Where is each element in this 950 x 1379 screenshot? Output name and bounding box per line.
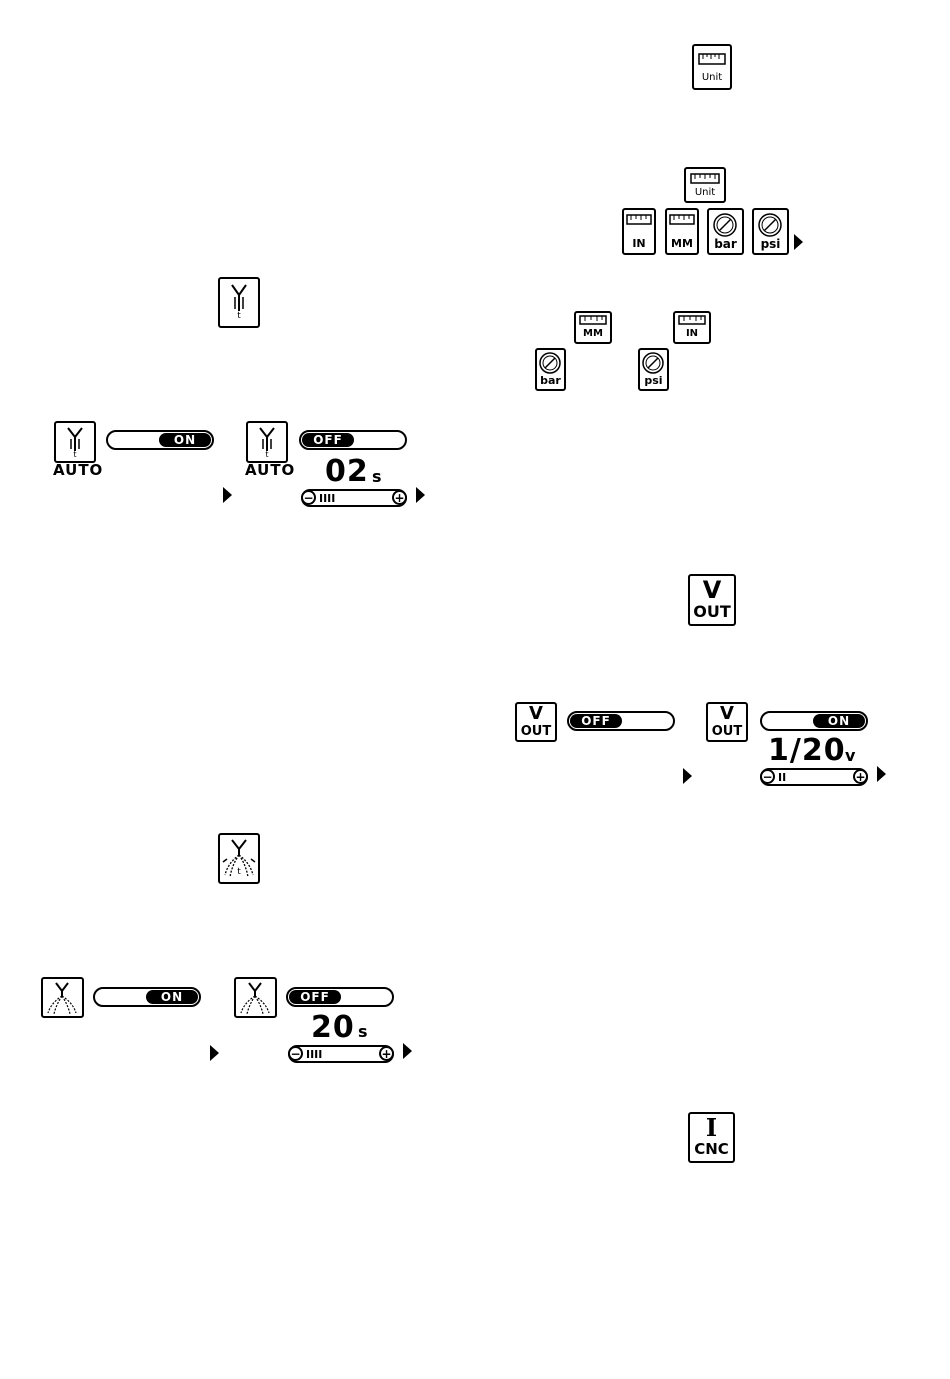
spread-small-icon[interactable] <box>234 977 277 1018</box>
vout-toggle-off[interactable]: OFF <box>567 711 675 731</box>
arrow-right-icon[interactable] <box>877 766 886 782</box>
unit-option-mm-label: MM <box>667 238 697 249</box>
toggle-knob: OFF <box>570 714 622 728</box>
toggle-knob: ON <box>159 433 211 447</box>
plus-button[interactable]: + <box>379 1046 394 1061</box>
level-bars: II <box>778 772 786 783</box>
spread-delay-unit: s <box>358 1022 368 1041</box>
unit-icon-label: Unit <box>694 73 730 83</box>
vout-ratio-slider[interactable]: − II + <box>760 768 868 786</box>
unit-bar-label: bar <box>537 375 564 386</box>
unit-in-label: IN <box>675 329 709 339</box>
unit-option-in-label: IN <box>624 238 654 249</box>
spread-toggle-off[interactable]: OFF <box>286 987 394 1007</box>
unit-option-psi[interactable]: psi <box>752 208 789 255</box>
auto-label: AUTO <box>245 461 295 479</box>
vout-icon-top: V <box>708 705 746 723</box>
level-bars: IIII <box>319 493 335 504</box>
arrow-right-icon[interactable] <box>223 487 232 503</box>
unit-in-icon[interactable]: IN <box>673 311 711 344</box>
auto-delay-value: 02 <box>325 457 369 487</box>
vout-ratio-unit: v <box>845 746 855 765</box>
spread-icon <box>43 979 82 1016</box>
auto-nozzle-sub: t <box>56 451 94 459</box>
vout-icon-bottom: OUT <box>708 725 746 738</box>
unit-option-in[interactable]: IN <box>622 208 656 255</box>
vout-icon-top: V <box>517 705 555 723</box>
nozzle-time-label: t <box>220 312 258 321</box>
unit-option-psi-label: psi <box>754 238 787 250</box>
unit-option-bar[interactable]: bar <box>707 208 744 255</box>
arrow-right-icon[interactable] <box>403 1043 412 1059</box>
arrow-right-icon[interactable] <box>210 1045 219 1061</box>
vout-ratio-value: 1/20 <box>768 736 846 766</box>
vout-small-icon[interactable]: V OUT <box>706 702 748 742</box>
auto-toggle-off[interactable]: OFF <box>299 430 407 450</box>
cnc-icon-top: I <box>690 1116 733 1140</box>
spread-icon <box>236 979 275 1016</box>
toggle-knob: ON <box>813 714 865 728</box>
unit-menu-icon-label: Unit <box>686 188 724 198</box>
unit-option-mm[interactable]: MM <box>665 208 699 255</box>
vout-small-icon[interactable]: V OUT <box>515 702 557 742</box>
toggle-knob: ON <box>146 990 198 1004</box>
auto-label: AUTO <box>53 461 103 479</box>
minus-button[interactable]: − <box>288 1046 303 1061</box>
vout-icon-bottom: OUT <box>690 604 734 620</box>
plus-button[interactable]: + <box>392 490 407 505</box>
spread-nozzle-icon[interactable]: t <box>218 833 260 884</box>
cnc-icon-bottom: CNC <box>690 1142 733 1157</box>
auto-nozzle-sub: t <box>248 451 286 459</box>
arrow-right-icon[interactable] <box>794 234 803 250</box>
spread-delay-value: 20 <box>311 1013 355 1043</box>
cnc-icon[interactable]: I CNC <box>688 1112 735 1163</box>
vout-toggle-on[interactable]: ON <box>760 711 868 731</box>
unit-bar-icon[interactable]: bar <box>535 348 566 391</box>
vout-icon-bottom: OUT <box>517 725 555 738</box>
auto-toggle-on[interactable]: ON <box>106 430 214 450</box>
unit-option-bar-label: bar <box>709 238 742 250</box>
toggle-knob: OFF <box>289 990 341 1004</box>
arrow-right-icon[interactable] <box>416 487 425 503</box>
unit-psi-label: psi <box>640 375 667 386</box>
spread-toggle-on[interactable]: ON <box>93 987 201 1007</box>
auto-nozzle-icon[interactable]: t <box>246 421 288 463</box>
minus-button[interactable]: − <box>760 769 775 784</box>
toggle-knob: OFF <box>302 433 354 447</box>
unit-mm-label: MM <box>576 329 610 339</box>
auto-delay-slider[interactable]: − IIII + <box>301 489 407 507</box>
nozzle-time-icon[interactable]: t <box>218 277 260 328</box>
spread-delay-slider[interactable]: − IIII + <box>288 1045 394 1063</box>
plus-button[interactable]: + <box>853 769 868 784</box>
arrow-right-icon[interactable] <box>683 768 692 784</box>
unit-mm-icon[interactable]: MM <box>574 311 612 344</box>
minus-button[interactable]: − <box>301 490 316 505</box>
auto-delay-unit: s <box>372 467 382 486</box>
unit-menu-icon[interactable]: Unit <box>684 167 726 203</box>
level-bars: IIII <box>306 1049 322 1060</box>
auto-nozzle-icon[interactable]: t <box>54 421 96 463</box>
vout-icon-top: V <box>690 578 734 602</box>
spread-nozzle-sub: t <box>220 868 258 877</box>
spread-small-icon[interactable] <box>41 977 84 1018</box>
unit-icon[interactable]: Unit <box>692 44 732 90</box>
vout-icon[interactable]: V OUT <box>688 574 736 626</box>
unit-psi-icon[interactable]: psi <box>638 348 669 391</box>
